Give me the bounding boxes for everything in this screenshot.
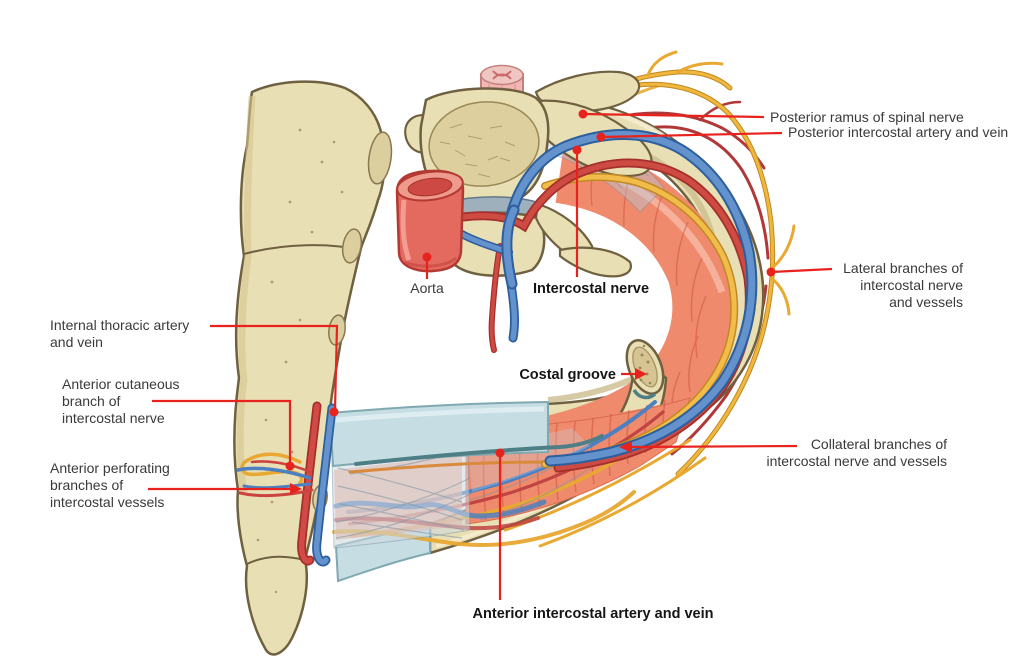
perforating-branches (236, 452, 314, 498)
label-anterior-cutaneous: Anterior cutaneous branch of intercostal… (62, 376, 180, 426)
aorta (395, 169, 465, 273)
label-aorta: Aorta (410, 280, 444, 296)
label-line: branch of (62, 393, 120, 409)
dot-anterior-intercostal (495, 448, 505, 458)
label-collateral-branches: Collateral branches of intercostal nerve… (766, 436, 947, 469)
arrow-costal-groove (635, 368, 647, 380)
label-line: Collateral branches of (811, 436, 947, 452)
label-posterior-intercostal: Posterior intercostal artery and vein (788, 124, 1008, 140)
lateral-branch-nerves (602, 81, 796, 477)
dot-lateral-branches (766, 267, 776, 277)
label-lateral-branches: Lateral branches of intercostal nerve an… (843, 260, 963, 310)
intercostal-bundle (458, 129, 758, 473)
label-internal-thoracic: Internal thoracic artery and vein (50, 317, 189, 350)
label-line: intercostal nerve (860, 277, 963, 293)
dot-aorta (422, 252, 432, 262)
label-line: Anterior cutaneous (62, 376, 180, 392)
label-anterior-intercostal: Anterior intercostal artery and vein (473, 606, 714, 622)
internal-thoracic-vessels (297, 401, 337, 567)
arrow-perforating (290, 483, 302, 495)
leader-lines (148, 109, 833, 600)
dot-intercostal-nerve (572, 145, 582, 155)
label-line: intercostal nerve and vessels (766, 453, 947, 469)
label-line: intercostal nerve (62, 410, 165, 426)
label-line: and vessels (889, 294, 963, 310)
label-line: and vein (50, 334, 103, 350)
dot-anterior-cutaneous (285, 461, 295, 471)
label-line: Internal thoracic artery (50, 317, 189, 333)
arrow-collateral (619, 441, 632, 453)
label-line: intercostal vessels (50, 494, 164, 510)
dot-posterior-ramus (578, 109, 588, 119)
labels: Posterior ramus of spinal nerve Posterio… (50, 109, 1008, 622)
intercostal-membrane (331, 428, 636, 549)
spongy-bone-dots (638, 344, 652, 385)
dot-internal-thoracic (329, 407, 339, 417)
label-line: branches of (50, 477, 123, 493)
costal-groove-notch (632, 388, 657, 400)
bone-speckles (256, 128, 344, 594)
label-line: Anterior perforating (50, 460, 170, 476)
label-posterior-ramus: Posterior ramus of spinal nerve (770, 109, 964, 125)
label-costal-groove: Costal groove (519, 367, 616, 383)
spongy-texture (439, 123, 516, 178)
label-anterior-perforating: Anterior perforating branches of interco… (50, 460, 170, 510)
dot-posterior-intercostal (596, 132, 606, 142)
subcostal-vessel-stripes (348, 434, 604, 474)
vein-stem (456, 204, 520, 353)
label-line: Lateral branches of (843, 260, 963, 276)
label-intercostal-nerve: Intercostal nerve (533, 281, 649, 297)
